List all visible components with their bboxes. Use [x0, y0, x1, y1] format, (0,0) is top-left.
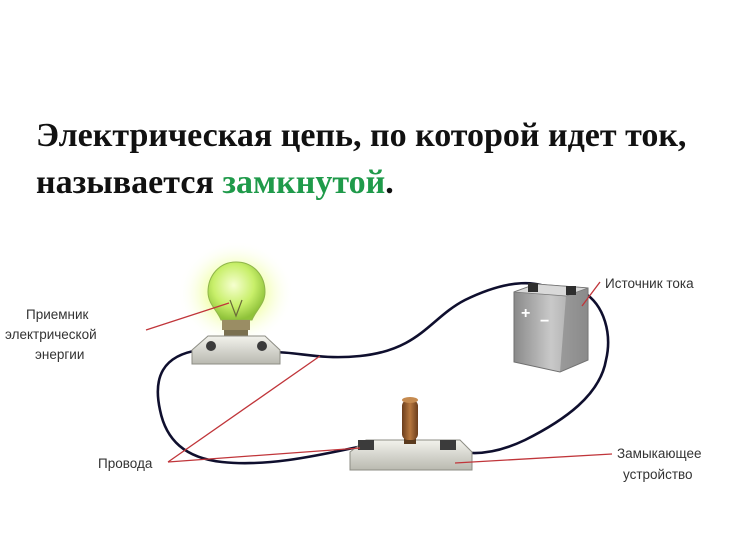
title-line-2-suffix: . — [385, 164, 394, 201]
callout-wires-lower — [167, 447, 361, 463]
title-line-1: Электрическая цепь, по которой идет ток, — [36, 117, 687, 154]
title-line-2: называется замкнутой. — [36, 159, 736, 206]
battery-minus-sign: − — [540, 313, 549, 330]
wire-switch-to-bulb — [156, 348, 360, 465]
battery-icon: + − — [513, 283, 589, 373]
callout-lines — [145, 281, 613, 464]
label-receiver-line2: электрической — [5, 327, 97, 342]
light-bulb-icon — [178, 241, 294, 365]
battery-plus-sign: + — [521, 305, 530, 322]
label-switch-line1: Замыкающее — [617, 446, 701, 461]
label-switch-line2: устройство — [623, 467, 693, 482]
callout-switch — [454, 453, 613, 464]
knife-switch-icon — [349, 397, 473, 471]
label-receiver-line3: энергии — [35, 347, 84, 362]
callout-source — [581, 281, 601, 307]
label-source: Источник тока — [605, 276, 694, 291]
title-line-2-prefix: называется — [36, 164, 223, 201]
label-receiver-line1: Приемник — [26, 307, 89, 322]
label-wires: Провода — [98, 456, 153, 471]
callout-wires-upper — [167, 355, 321, 463]
page-title: Электрическая цепь, по которой идет ток,… — [36, 112, 736, 206]
callout-receiver — [145, 302, 230, 331]
wires — [156, 281, 610, 465]
wire-bulb-to-battery — [270, 281, 557, 359]
title-accent-word: замкнутой — [222, 164, 386, 201]
wire-battery-to-switch — [460, 290, 610, 455]
